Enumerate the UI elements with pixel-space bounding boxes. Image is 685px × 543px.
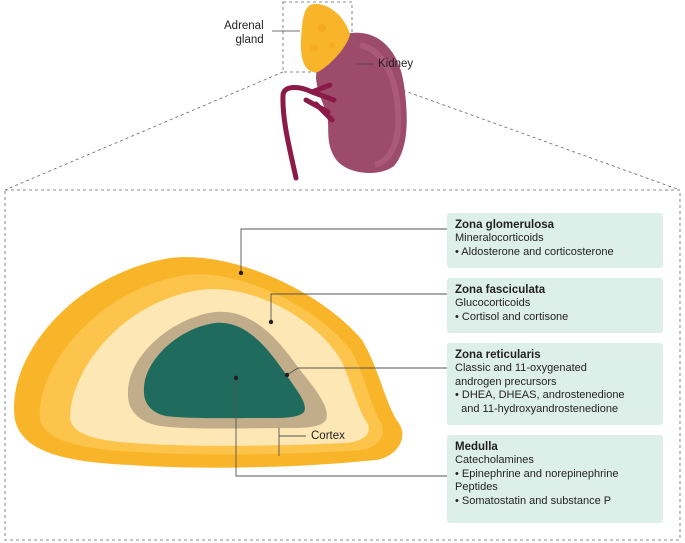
kidney-illustration <box>280 32 407 181</box>
zone-line: Mineralocorticoids <box>455 232 544 244</box>
zone-box-medulla: Medulla Catecholamines • Epinephrine and… <box>447 435 663 523</box>
zone-box-glomerulosa: Zona glomerulosa Mineralocorticoids • Al… <box>447 213 663 268</box>
adrenal-gland-shape <box>300 4 350 73</box>
zone-line: Peptides <box>455 481 498 493</box>
zone-line: Classic and 11-oxygenated <box>455 362 587 374</box>
zone-line: • Epinephrine and norepinephrine <box>455 467 619 480</box>
adrenal-gland-label: Adrenal gland <box>224 19 264 47</box>
adrenal-gland-label-line-2: gland <box>235 34 264 46</box>
medulla-layer <box>143 322 305 419</box>
zone-line: Catecholamines <box>455 454 534 466</box>
kidney-label: Kidney <box>378 58 414 70</box>
adrenal-gland-label-line-1: Adrenal <box>224 20 264 32</box>
zone-line: Glucocorticoids <box>455 297 531 309</box>
adrenal-cross-section <box>13 256 403 468</box>
zone-title: Zona reticularis <box>455 349 541 361</box>
zone-callout-lines <box>235 228 447 477</box>
kidney-highlight <box>359 42 402 168</box>
zone-line: • Aldosterone and corticosterone <box>455 245 614 258</box>
top-callout-lines <box>272 30 374 65</box>
adrenal-gland-illustration <box>300 4 350 73</box>
zone-line: • Somatostatin and substance P <box>455 494 612 507</box>
cortex-label: Cortex <box>311 430 345 442</box>
zone-line: • DHEA, DHEAS, androstenedione <box>455 389 625 401</box>
zone-box-fasciculata: Zona fasciculata Glucocorticoids • Corti… <box>447 278 663 333</box>
zone-callout-dots <box>233 270 290 381</box>
zone-title: Zona glomerulosa <box>455 219 555 231</box>
zone-title: Medulla <box>455 441 498 453</box>
zone-line: and 11-hydroxyandrostenedione <box>455 402 619 415</box>
zone-box-reticularis: Zona reticularis Classic and 11-oxygenat… <box>447 343 663 425</box>
blood-vessel <box>280 82 337 181</box>
zone-line: androgen precursors <box>455 375 557 388</box>
zone-line: • Cortisol and cortisone <box>455 310 569 323</box>
zone-title: Zona fasciculata <box>455 284 546 296</box>
